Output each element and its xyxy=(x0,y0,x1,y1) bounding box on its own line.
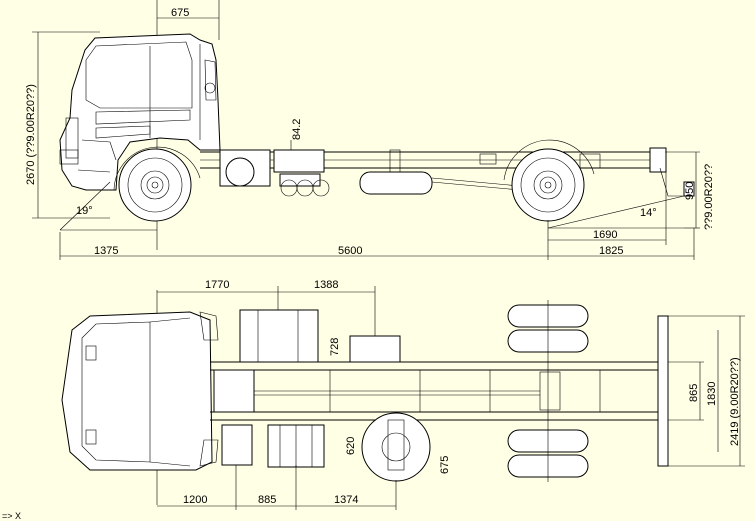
dim-top-675-label: 675 xyxy=(171,7,189,19)
dim-total-height-label: 2670 (??9.00R20??) xyxy=(25,84,37,185)
dim-rear-height: 950 ??9.00R20?? xyxy=(665,151,715,230)
dim-675-label: 675 xyxy=(439,456,451,474)
angle-front-label: 19° xyxy=(76,205,93,217)
dim-rear-overhang-label: 1825 xyxy=(599,245,623,257)
cab-side xyxy=(59,33,221,191)
top-view: 1770 1388 xyxy=(61,279,745,510)
dim-1690-label: 1690 xyxy=(593,229,617,241)
dim-1770-label: 1770 xyxy=(205,279,229,291)
dim-885-label: 885 xyxy=(258,494,276,506)
dim-728-label: 728 xyxy=(329,338,341,356)
chassis-components-side xyxy=(219,140,601,197)
dim-side-bottom: 1690 1375 5600 1825 xyxy=(59,172,695,260)
rear-wheel-side xyxy=(503,139,595,222)
dim-front-overhang-label: 1375 xyxy=(94,245,118,257)
dim-2419-label: 2419 (9.00R20??) xyxy=(729,357,741,446)
rear-tail-side xyxy=(659,167,695,197)
front-wheel-top xyxy=(361,412,431,482)
dim-1830-label: 1830 xyxy=(706,382,718,406)
cab-top xyxy=(61,311,219,471)
axis-hint: => X xyxy=(2,511,21,521)
dim-total-height: 2670 (??9.00R20??) xyxy=(25,31,110,219)
dim-1374-label: 1374 xyxy=(334,494,358,506)
angle-rear-label: 14° xyxy=(640,207,657,219)
dim-top-view-lower: 1200 885 1374 xyxy=(157,465,397,510)
dim-top-view-right: 865 1830 2419 (9.00R20??) xyxy=(668,315,745,467)
dim-1200-label: 1200 xyxy=(183,494,207,506)
dim-1388-label: 1388 xyxy=(314,279,338,291)
side-view: 675 2670 (??9.00R20??) xyxy=(25,0,715,260)
rear-wheels-top xyxy=(507,300,589,482)
dim-842-label: 84.2 xyxy=(291,119,303,140)
components-top xyxy=(213,309,561,468)
dim-620-label: 620 xyxy=(345,437,357,455)
dim-wheelbase-label: 5600 xyxy=(338,245,362,257)
dim-950-label: 950 xyxy=(684,182,696,200)
front-wheel-side xyxy=(113,146,201,222)
dim-865-label: 865 xyxy=(688,384,700,402)
dim-rear-tire-label: ??9.00R20?? xyxy=(703,164,715,230)
approach-departure-lines: 19° 14° xyxy=(59,181,685,231)
